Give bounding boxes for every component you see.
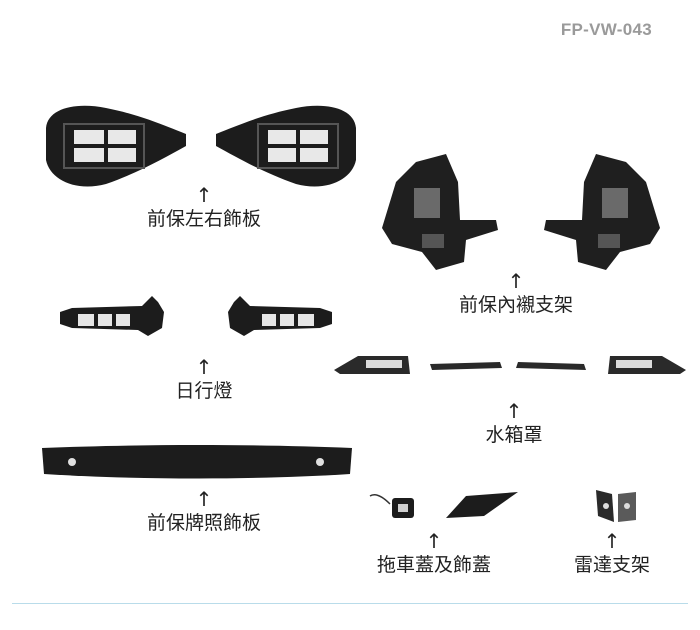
pointer-arrow-icon: ↑ — [603, 529, 621, 553]
pointer-arrow-icon: ↑ — [195, 355, 213, 379]
pointer-arrow-icon: ↑ — [505, 399, 523, 423]
daytime-running-light-image — [60, 296, 332, 336]
front-bumper-license-plate-trim-caption: ↑ 前保牌照飾板 — [94, 488, 314, 536]
front-bumper-side-trim-image — [46, 105, 356, 187]
radiator-cover-image — [334, 356, 686, 374]
front-bumper-inner-bracket-caption: ↑ 前保內襯支架 — [406, 270, 626, 318]
part-label: 日行燈 — [175, 380, 233, 402]
pointer-arrow-icon: ↑ — [195, 487, 213, 511]
front-bumper-inner-bracket-image — [382, 154, 660, 270]
pointer-arrow-icon: ↑ — [195, 183, 213, 207]
radar-bracket-image — [596, 490, 636, 522]
catalog-code: FP-VW-043 — [560, 20, 652, 39]
tow-hook-cover-image — [369, 492, 518, 518]
part-label: 前保牌照飾板 — [146, 512, 261, 534]
part-label: 雷達支架 — [573, 554, 650, 576]
pointer-arrow-icon: ↑ — [425, 529, 443, 553]
tow-hook-cover-caption: ↑ 拖車蓋及飾蓋 — [324, 530, 544, 578]
part-label: 前保內襯支架 — [458, 294, 573, 316]
part-label: 拖車蓋及飾蓋 — [376, 554, 491, 576]
part-label: 水箱罩 — [485, 424, 543, 446]
front-bumper-side-trim-caption: ↑ 前保左右飾板 — [94, 184, 314, 232]
front-bumper-license-plate-trim-image — [42, 445, 352, 479]
footer-divider — [12, 603, 688, 604]
radar-bracket-caption: ↑ 雷達支架 — [502, 530, 700, 578]
pointer-arrow-icon: ↑ — [507, 269, 525, 293]
part-label: 前保左右飾板 — [146, 208, 261, 230]
radiator-cover-caption: ↑ 水箱罩 — [404, 400, 624, 448]
daytime-running-light-caption: ↑ 日行燈 — [94, 356, 314, 404]
